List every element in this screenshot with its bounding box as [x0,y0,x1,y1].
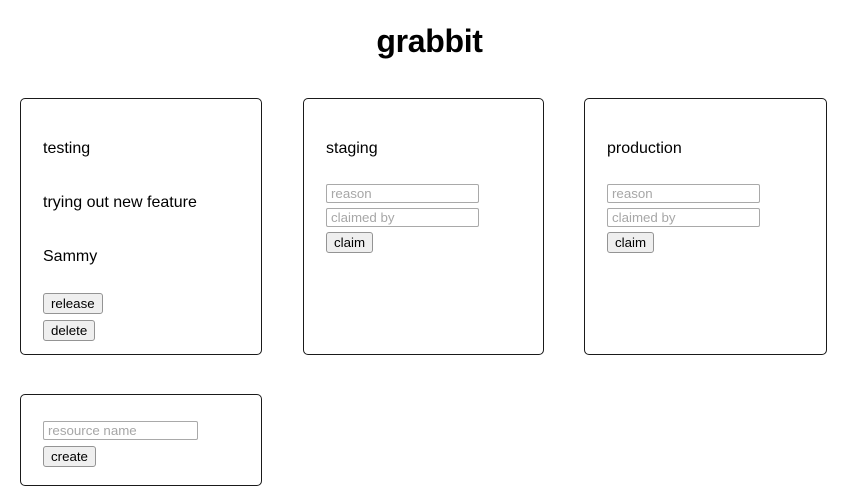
resource-claimed-by: Sammy [43,248,98,265]
resource-name: testing [43,140,91,157]
claimed-by-input[interactable] [607,208,760,227]
claim-form: claim [607,184,826,253]
resource-name: production [607,140,682,157]
create-resource-body: create [21,395,261,467]
claim-button[interactable]: claim [326,232,374,253]
claimed-by-input[interactable] [326,208,479,227]
resource-actions: release delete [43,293,261,341]
page-title: grabbit [376,23,483,59]
delete-button[interactable]: delete [43,320,96,341]
resource-card-testing: testing trying out new feature Sammy rel… [20,98,262,355]
resource-name: staging [326,140,378,157]
create-button[interactable]: create [43,446,96,467]
reason-input[interactable] [607,184,760,203]
claim-button[interactable]: claim [607,232,655,253]
release-button[interactable]: release [43,293,103,314]
resource-name-input[interactable] [43,421,198,440]
claim-form: claim [326,184,543,253]
resource-card-body: testing trying out new feature Sammy rel… [21,99,261,341]
resource-card-staging: staging claim [303,98,544,355]
resource-card-body: staging claim [304,99,543,253]
resource-reason: trying out new feature [43,194,197,211]
reason-input[interactable] [326,184,479,203]
create-resource-card: create [20,394,262,486]
resource-card-production: production claim [584,98,827,355]
resource-card-body: production claim [585,99,826,253]
